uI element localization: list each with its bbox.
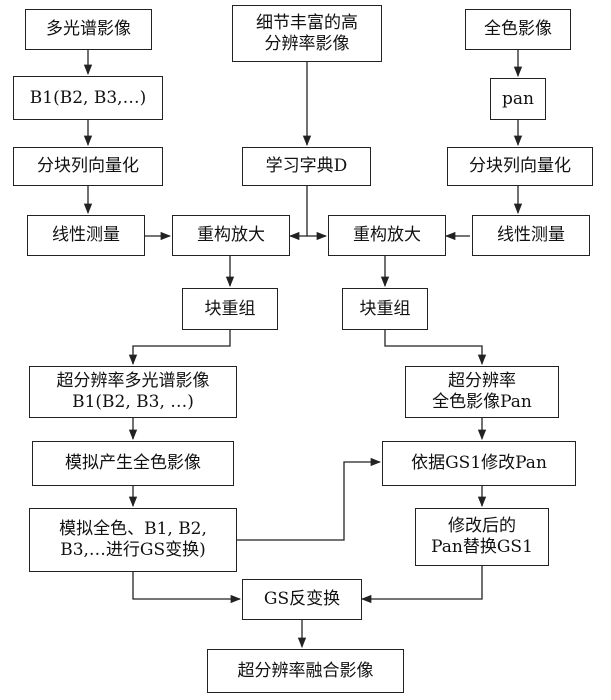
node-dictionary-line-1: 学习字典D: [265, 156, 348, 176]
node-regroup-right-line-1: 块重组: [359, 298, 411, 319]
node-gs-transform: 模拟全色、B1, B2, B3,…进行GS变换): [29, 508, 237, 572]
node-detail-hr-image-line-2: 分辨率影像: [264, 33, 350, 54]
arrow-replace-gs1-to-gs-inverse: [360, 566, 483, 604]
node-gs-inverse: GS反变换: [242, 579, 362, 620]
node-simulate-pan: 模拟产生全色影像: [32, 441, 234, 486]
node-measure-left-line-1: 线性测量: [52, 225, 120, 245]
node-fusion-output: 超分辨率融合影像: [207, 649, 404, 693]
node-simulate-pan-line-1: 模拟产生全色影像: [65, 453, 201, 473]
arrow-dictionary-to-recon-left: [288, 186, 308, 241]
node-pan-line-1: pan: [502, 88, 534, 109]
node-fusion-output-line-1: 超分辨率融合影像: [237, 660, 374, 681]
node-regroup-left: 块重组: [182, 288, 278, 330]
node-sr-multispectral: 超分辨率多光谱影像 B1(B2, B3, …): [29, 366, 237, 418]
node-ms-image-line-1: 多光谱影像: [46, 19, 131, 39]
node-modify-pan-line-1: 依据GS1修改Pan: [411, 453, 547, 473]
node-regroup-left-line-1: 块重组: [204, 298, 256, 319]
node-detail-hr-image: 细节丰富的高 分辨率影像: [232, 5, 382, 62]
node-ms-image: 多光谱影像: [25, 9, 152, 50]
node-reconstruct-right: 重构放大: [328, 215, 446, 256]
node-reconstruct-left: 重构放大: [172, 215, 290, 256]
node-sr-pan: 超分辨率 全色影像Pan: [405, 366, 559, 418]
arrow-regroup-left-to-sr-ms: [128, 330, 231, 366]
arrow-gs-transform-to-modify-pan: [237, 457, 382, 541]
node-pan: pan: [490, 78, 546, 120]
node-replace-gs1-line-1: 修改后的: [448, 516, 516, 536]
node-sr-pan-line-2: 全色影像Pan: [432, 392, 532, 412]
node-vectorize-left-line-1: 分块列向量化: [37, 156, 139, 176]
node-gs-transform-line-2: B3,…进行GS变换): [60, 540, 206, 560]
node-replace-gs1: 修改后的 Pan替换GS1: [415, 508, 549, 566]
node-vectorize-right-line-1: 分块列向量化: [469, 156, 571, 176]
arrow-regroup-right-to-sr-pan: [384, 330, 487, 366]
node-measure-right-line-1: 线性测量: [497, 225, 565, 245]
node-vectorize-right: 分块列向量化: [447, 147, 593, 186]
node-measure-left: 线性测量: [27, 215, 145, 256]
node-sr-multispectral-line-2: B1(B2, B3, …): [72, 392, 194, 412]
node-sr-multispectral-line-1: 超分辨率多光谱影像: [56, 371, 210, 391]
node-pan-image: 全色影像: [465, 9, 571, 50]
node-sr-pan-line-1: 超分辨率: [448, 371, 516, 391]
node-gs-transform-line-1: 模拟全色、B1, B2,: [59, 519, 207, 539]
node-measure-right: 线性测量: [472, 215, 590, 256]
arrow-gs-transform-to-gs-inverse: [132, 572, 242, 604]
node-dictionary: 学习字典D: [242, 147, 371, 186]
node-reconstruct-left-line-1: 重构放大: [197, 225, 265, 245]
node-gs-inverse-line-1: GS反变换: [263, 589, 341, 609]
node-regroup-right: 块重组: [342, 288, 428, 330]
node-pan-image-line-1: 全色影像: [484, 19, 552, 39]
node-modify-pan: 依据GS1修改Pan: [382, 441, 576, 486]
node-vectorize-left: 分块列向量化: [13, 147, 163, 186]
node-detail-hr-image-line-1: 细节丰富的高: [256, 12, 358, 33]
node-bands: B1(B2, B3,…): [13, 76, 163, 120]
node-bands-line-1: B1(B2, B3,…): [29, 87, 147, 108]
node-replace-gs1-line-2: Pan替换GS1: [431, 537, 533, 557]
node-reconstruct-right-line-1: 重构放大: [353, 225, 421, 245]
